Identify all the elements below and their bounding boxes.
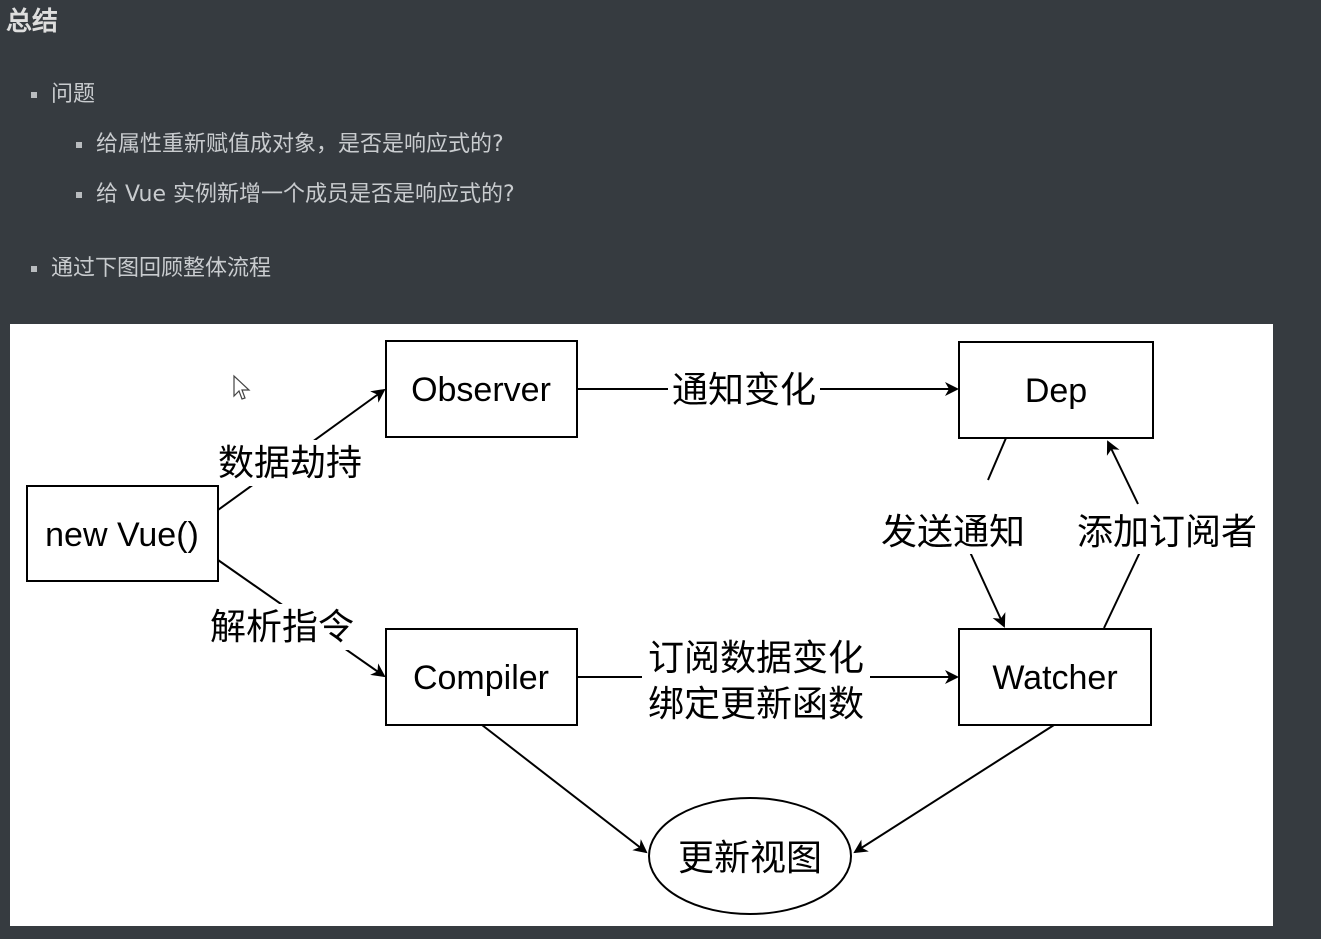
bullet-item-review: 通过下图回顾整体流程 <box>31 254 272 284</box>
node-compiler-label: Compiler <box>413 659 549 697</box>
node-watcher-label: Watcher <box>992 659 1117 697</box>
edge-label-add-subscriber: 添加订阅者 <box>1077 512 1257 553</box>
edge-compiler-updateview <box>481 724 648 854</box>
bullet-item-question: 问题 <box>31 80 96 110</box>
node-new-vue-box <box>26 485 219 582</box>
node-observer-box <box>385 340 578 438</box>
edge-label-data-hijack: 数据劫持 <box>218 443 362 484</box>
edge-dep-watcher-path2 <box>969 551 1006 628</box>
edge-label-send-notify: 发送通知 <box>881 512 1025 553</box>
node-new-vue-label: new Vue() <box>45 516 199 554</box>
node-update-view-ellipse <box>648 797 852 915</box>
bullet-text: 给 Vue 实例新增一个成员是否是响应式的? <box>96 182 515 207</box>
bullet-text: 问题 <box>51 82 96 107</box>
bullet-marker <box>31 266 37 272</box>
diagram-svg: 数据劫持 解析指令 通知变化 发送通知 添加订阅者 订阅数据变化 绑定更新函数 … <box>26 340 1264 915</box>
node-update-view-label: 更新视图 <box>678 838 822 879</box>
node-dep-label: Dep <box>1025 372 1087 410</box>
edge-dep-watcher-path <box>987 437 1007 481</box>
flow-diagram: 数据劫持 解析指令 通知变化 发送通知 添加订阅者 订阅数据变化 绑定更新函数 … <box>10 324 1273 926</box>
bullet-text: 给属性重新赋值成对象，是否是响应式的? <box>96 132 504 157</box>
edge-watcher-updateview <box>853 724 1055 854</box>
node-dep-box <box>958 341 1154 439</box>
edge-watcher-dep-path <box>1103 551 1141 629</box>
bullet-text: 通过下图回顾整体流程 <box>51 256 272 281</box>
bullet-marker <box>31 92 37 98</box>
bullet-item-sub-2: 给 Vue 实例新增一个成员是否是响应式的? <box>76 180 515 210</box>
bullet-marker <box>76 192 82 198</box>
node-watcher-box <box>958 628 1152 726</box>
node-compiler-box <box>385 628 578 726</box>
bullet-marker <box>76 142 82 148</box>
edge-label-subscribe-change: 订阅数据变化 <box>648 638 864 679</box>
mouse-cursor-icon <box>233 374 251 400</box>
edge-label-parse-directive: 解析指令 <box>210 607 354 648</box>
edge-label-bind-update: 绑定更新函数 <box>648 684 864 725</box>
bullet-item-sub-1: 给属性重新赋值成对象，是否是响应式的? <box>76 130 504 160</box>
node-observer-label: Observer <box>411 371 551 409</box>
section-title: 总结 <box>6 7 59 37</box>
edge-watcher-dep-path2 <box>1106 440 1139 505</box>
edge-label-notify-change: 通知变化 <box>672 370 816 411</box>
